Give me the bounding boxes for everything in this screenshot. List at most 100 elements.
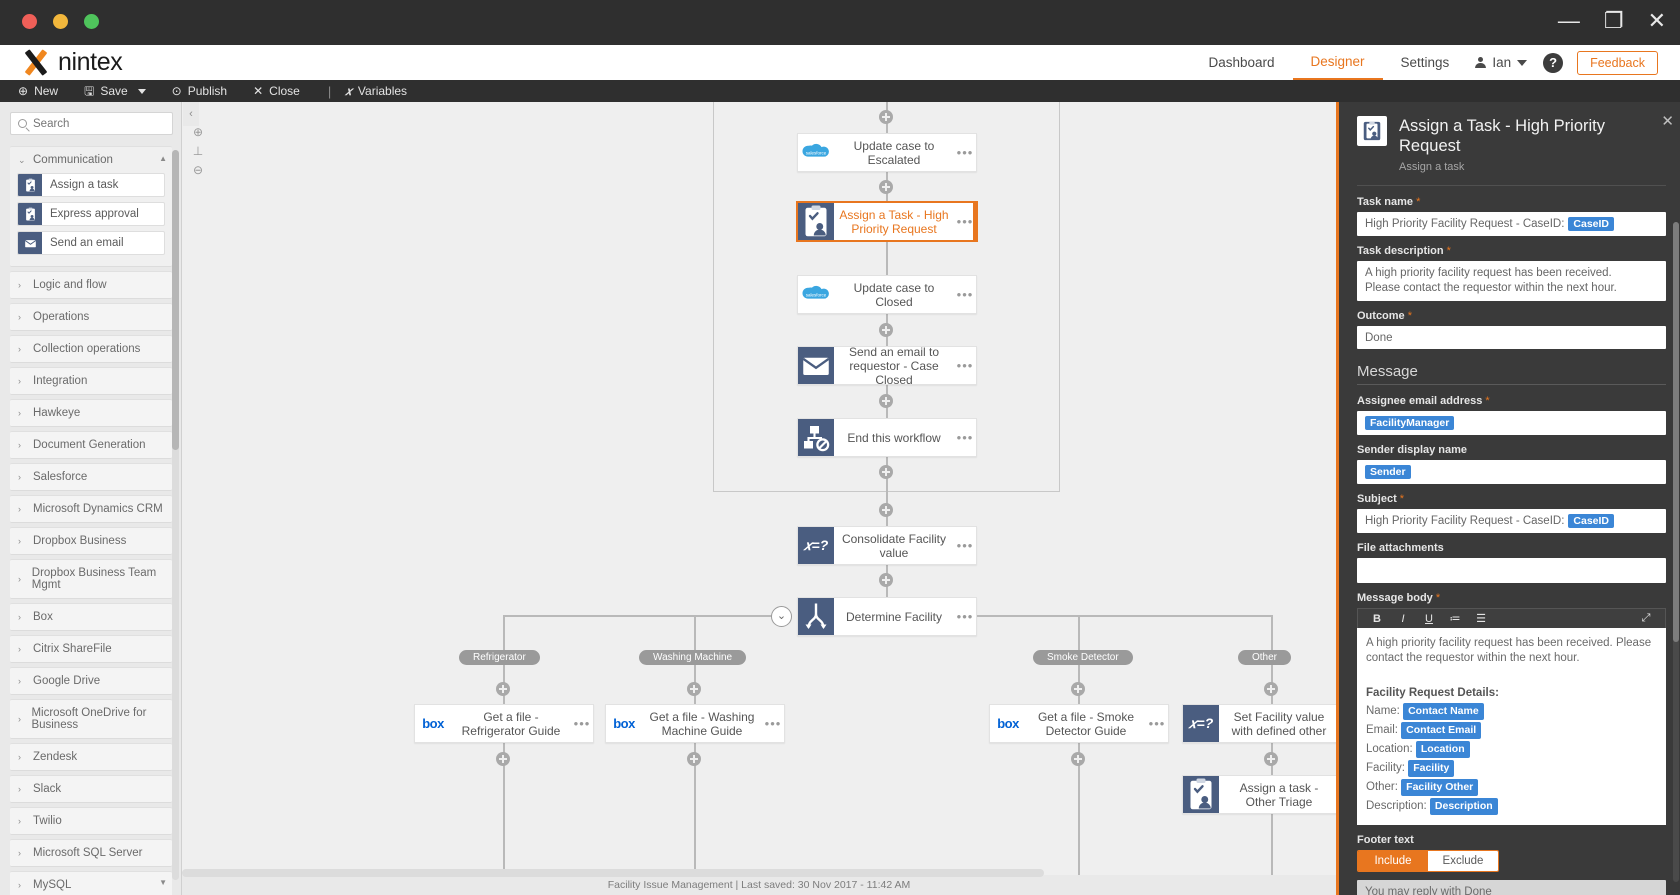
nav-item-dashboard[interactable]: Dashboard [1208, 55, 1275, 70]
add-step-plus-icon[interactable] [879, 573, 893, 587]
chevron-down-icon[interactable] [137, 88, 146, 94]
node-get-file-washing-machine[interactable]: box Get a file - Washing Machine Guide •… [605, 704, 785, 743]
sidebar-category-collection-operations[interactable]: ›Collection operations [10, 335, 172, 363]
sidebar-scrollbar[interactable] [172, 150, 179, 880]
sidebar-category-hawkeye[interactable]: ›Hawkeye [10, 399, 172, 427]
variables-button[interactable]: 𝑥 Variables [345, 84, 421, 98]
add-step-plus-icon[interactable] [879, 394, 893, 408]
node-menu-icon[interactable]: ••• [1148, 716, 1166, 731]
panel-close-icon[interactable]: ✕ [1661, 113, 1674, 130]
sidebar-category-dropbox-business-team-mgmt[interactable]: ›Dropbox Business Team Mgmt [10, 559, 172, 599]
message-body-editor[interactable]: A high priority facility request has bee… [1357, 628, 1666, 825]
minimize-window-icon[interactable] [53, 14, 68, 29]
node-send-email-case-closed[interactable]: Send an email to requestor - Case Closed… [797, 345, 977, 387]
close-window-icon[interactable] [22, 14, 37, 29]
zoom-in-icon[interactable]: ⊕ [192, 125, 204, 139]
branch-label-smoke-detector[interactable]: Smoke Detector [1033, 650, 1133, 665]
task-description-input[interactable]: A high priority facility request has bee… [1357, 261, 1666, 301]
sidebar-category-zendesk[interactable]: ›Zendesk [10, 743, 172, 771]
node-menu-icon[interactable]: ••• [764, 716, 782, 731]
add-step-plus-icon[interactable] [879, 465, 893, 479]
user-menu[interactable]: Ian [1467, 55, 1539, 70]
nav-item-designer[interactable]: Designer [1292, 45, 1383, 80]
panel-scrollbar[interactable] [1673, 222, 1679, 882]
add-step-plus-icon[interactable] [1264, 682, 1278, 696]
publish-button[interactable]: ⊙ Publish [172, 84, 241, 98]
expand-editor-icon[interactable]: ⤢ [1641, 612, 1651, 624]
collapse-sidebar-icon[interactable]: ‹ [183, 102, 199, 126]
attachments-input[interactable] [1357, 558, 1666, 583]
branch-label-refrigerator[interactable]: Refrigerator [459, 650, 540, 665]
token-caseid[interactable]: CaseID [1568, 514, 1615, 528]
task-name-input[interactable]: High Priority Facility Request - CaseID:… [1357, 212, 1666, 236]
add-step-plus-icon[interactable] [687, 682, 701, 696]
add-step-plus-icon[interactable] [879, 323, 893, 337]
sender-input[interactable]: Sender [1357, 460, 1666, 484]
sidebar-category-dropbox-business[interactable]: ›Dropbox Business [10, 527, 172, 555]
add-step-plus-icon[interactable] [496, 752, 510, 766]
node-menu-icon[interactable]: ••• [956, 214, 974, 229]
help-icon[interactable]: ? [1543, 52, 1564, 73]
sidebar-category-microsoft-sql-server[interactable]: ›Microsoft SQL Server [10, 839, 172, 867]
token-facility[interactable]: Facility [1408, 760, 1455, 777]
token-description[interactable]: Description [1429, 798, 1498, 815]
bullet-list-icon[interactable]: ☰ [1476, 613, 1486, 625]
node-menu-icon[interactable]: ••• [956, 358, 974, 373]
add-step-plus-icon[interactable] [879, 503, 893, 517]
node-consolidate-facility-value[interactable]: 𝑥=? Consolidate Facility value ••• [797, 526, 977, 565]
minimize-icon[interactable]: — [1557, 8, 1580, 33]
add-step-plus-icon[interactable] [1071, 752, 1085, 766]
assignee-input[interactable]: FacilityManager [1357, 411, 1666, 435]
new-button[interactable]: ⊕ New [18, 84, 72, 98]
node-get-file-smoke-detector[interactable]: box Get a file - Smoke Detector Guide ••… [989, 704, 1169, 743]
nav-item-settings[interactable]: Settings [1400, 55, 1450, 70]
node-menu-icon[interactable]: ••• [956, 287, 974, 302]
sidebar-category-slack[interactable]: ›Slack [10, 775, 172, 803]
sidebar-category-box[interactable]: ›Box [10, 603, 172, 631]
sidebar-category-integration[interactable]: ›Integration [10, 367, 172, 395]
node-menu-icon[interactable]: ••• [573, 716, 591, 731]
node-menu-icon[interactable]: ••• [956, 538, 974, 553]
search-input[interactable] [33, 117, 165, 130]
token-location[interactable]: Location [1415, 741, 1470, 758]
node-determine-facility[interactable]: Determine Facility ••• [797, 597, 977, 636]
token-facility-other[interactable]: Facility Other [1401, 779, 1479, 796]
maximize-window-icon[interactable] [84, 14, 99, 29]
close-icon[interactable]: ✕ [1647, 8, 1666, 33]
sidebar-category-google-drive[interactable]: ›Google Drive [10, 667, 172, 695]
save-button[interactable]: 🖫 Save [84, 84, 160, 98]
add-step-plus-icon[interactable] [496, 682, 510, 696]
node-menu-icon[interactable]: ••• [956, 430, 974, 445]
token-facility-manager[interactable]: FacilityManager [1365, 416, 1455, 430]
footer-include-option[interactable]: Include [1358, 851, 1428, 871]
sidebar-action-assign-a-task[interactable]: Assign a task [17, 173, 165, 197]
node-menu-icon[interactable]: ••• [956, 609, 974, 624]
token-caseid[interactable]: CaseID [1568, 217, 1615, 231]
node-menu-icon[interactable]: ••• [956, 145, 974, 160]
sidebar-category-logic-and-flow[interactable]: ›Logic and flow [10, 271, 172, 299]
sidebar-category-operations[interactable]: ›Operations [10, 303, 172, 331]
token-sender[interactable]: Sender [1365, 465, 1411, 479]
subject-input[interactable]: High Priority Facility Request - CaseID:… [1357, 509, 1666, 533]
node-end-workflow[interactable]: End this workflow ••• [797, 418, 977, 457]
token-contact-name[interactable]: Contact Name [1403, 703, 1484, 720]
zoom-out-icon[interactable]: ⊖ [192, 163, 204, 177]
maximize-icon[interactable]: ❐ [1603, 8, 1624, 33]
sidebar-category-mysql[interactable]: ›MySQL [10, 871, 172, 895]
add-step-plus-icon[interactable] [1071, 682, 1085, 696]
sidebar-category-microsoft-dynamics-crm[interactable]: ›Microsoft Dynamics CRM [10, 495, 172, 523]
collapse-branches-icon[interactable]: ⌄ [771, 606, 792, 627]
add-step-plus-icon[interactable] [879, 180, 893, 194]
sidebar-category-salesforce[interactable]: ›Salesforce [10, 463, 172, 491]
branch-label-washing-machine[interactable]: Washing Machine [639, 650, 747, 665]
scroll-down-arrow-icon[interactable]: ▼ [159, 878, 167, 887]
nintex-logo[interactable]: nintex [22, 48, 123, 77]
italic-icon[interactable]: I [1401, 612, 1405, 625]
node-set-facility-value-other[interactable]: 𝑥=? Set Facility value with defined othe… [1182, 704, 1336, 743]
close-workflow-button[interactable]: ✕ Close [253, 84, 314, 98]
node-update-case-escalated[interactable]: salesforce Update case to Escalated ••• [797, 133, 977, 172]
footer-exclude-option[interactable]: Exclude [1428, 851, 1498, 871]
canvas-horizontal-scrollbar[interactable] [182, 869, 1044, 877]
search-box[interactable] [10, 112, 173, 135]
